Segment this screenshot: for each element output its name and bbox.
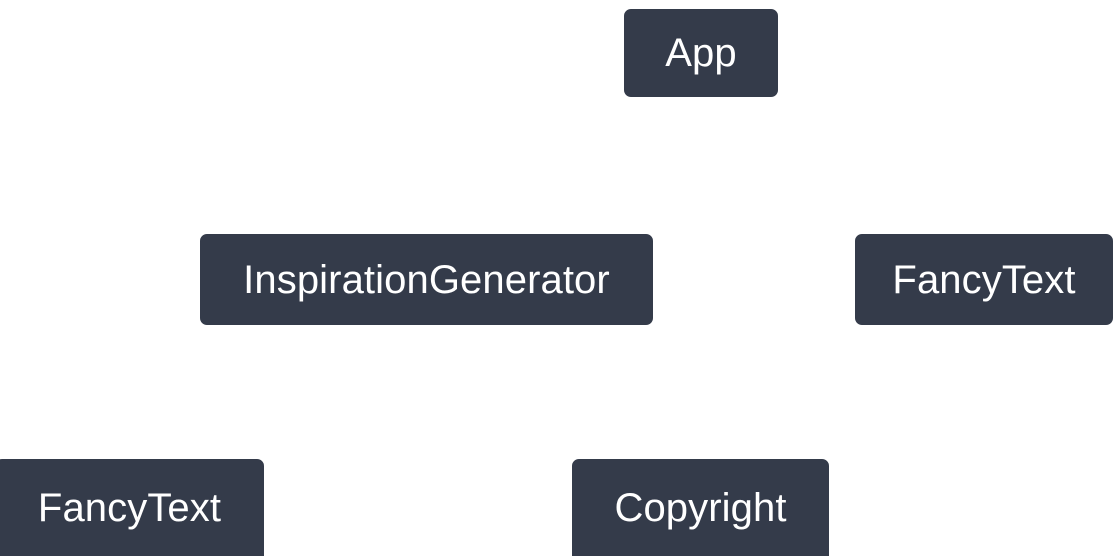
edge-label-app-to-inspiration: renders [506, 152, 606, 183]
node-fancytext-bottom-left-label: FancyText [37, 485, 222, 530]
edge-e2-horizontal-right [921, 166, 985, 233]
node-fancytext-right-label: FancyText [892, 257, 1076, 302]
edge-e4-horizontal-right [634, 393, 703, 458]
edge-e1-horizontal-left [413, 166, 492, 233]
node-fancytext-right[interactable]: FancyText [851, 230, 1117, 329]
node-copyright[interactable]: Copyright [568, 455, 833, 560]
node-app-label: App [665, 31, 737, 75]
edge-label-inspiration-to-fancytext: renders [222, 379, 322, 410]
node-fancytext-bottom-left[interactable]: FancyText [0, 455, 268, 560]
edge-label-app-to-fancytext: renders [804, 152, 904, 183]
edge-junction-app [687, 157, 713, 173]
node-inspiration-generator-label: InspirationGenerator [243, 257, 610, 302]
edge-junction-inspiration [403, 384, 429, 400]
node-copyright-label: Copyright [614, 485, 787, 530]
node-app[interactable]: App [620, 5, 782, 101]
node-inspiration-generator[interactable]: InspirationGenerator [196, 230, 657, 329]
edge-label-inspiration-to-copyright: renders [520, 379, 620, 410]
edge-e3-horizontal-left [128, 393, 208, 458]
